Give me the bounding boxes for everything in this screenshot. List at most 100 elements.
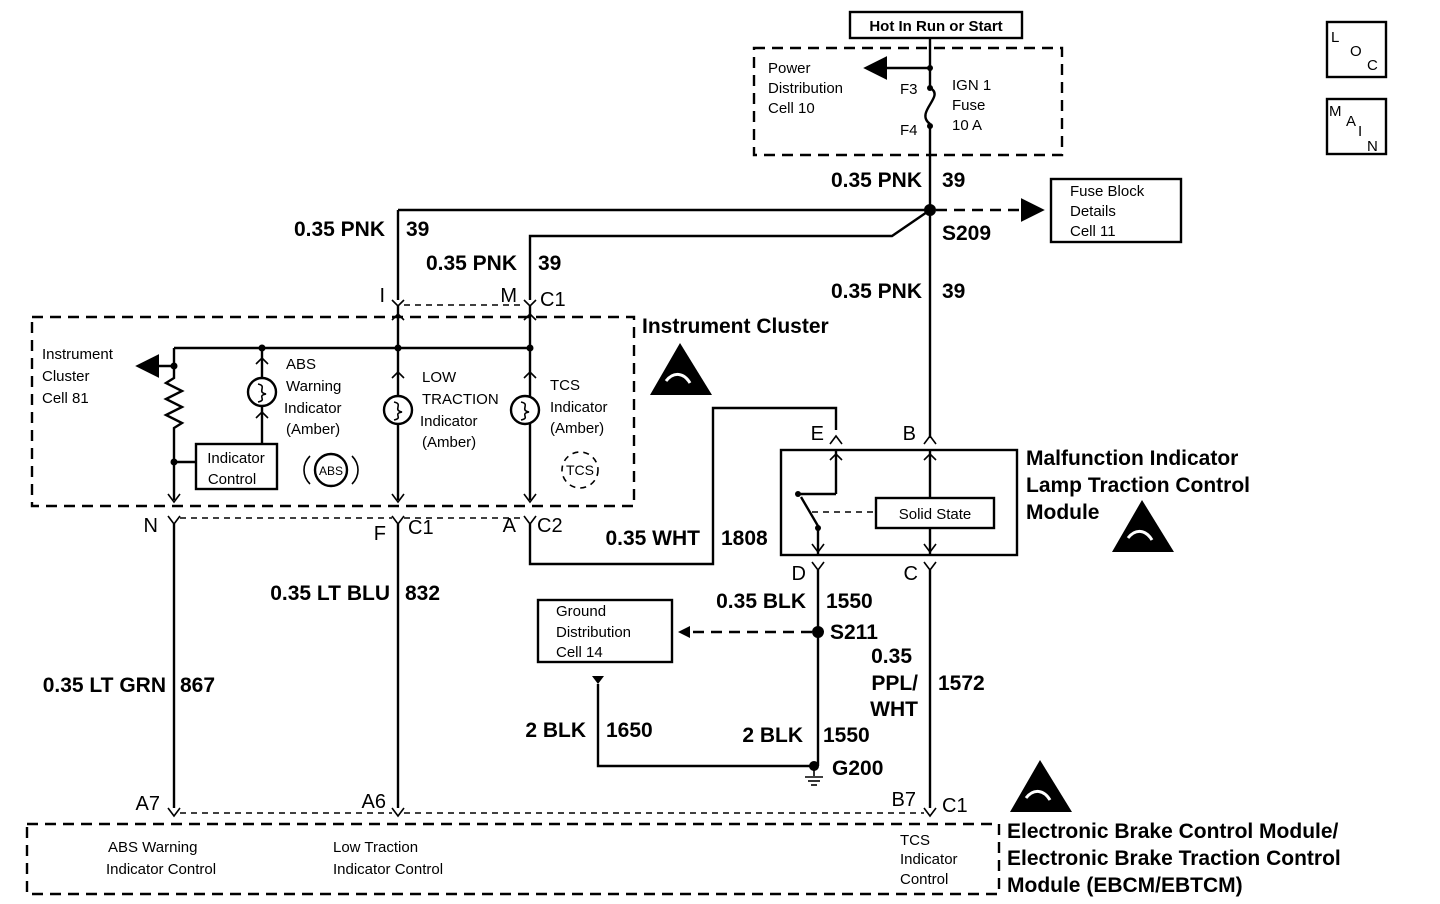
ebcm-box: ABS Warning Indicator Control Low Tracti… (25, 822, 1001, 896)
pin-m: M (500, 285, 517, 307)
wire-circuit-wht: 1808 (721, 527, 768, 550)
svg-text:L: L (1331, 29, 1339, 46)
svg-text:Distribution: Distribution (768, 80, 843, 97)
wire-gauge-blk-small: 0.35 BLK (716, 590, 806, 613)
svg-text:Indicator: Indicator (284, 400, 342, 417)
svg-text:Cell 10: Cell 10 (768, 100, 815, 117)
svg-text:(Amber): (Amber) (286, 421, 340, 438)
svg-text:Distribution: Distribution (556, 624, 631, 641)
wire-circuit-pnk-mid: 39 (538, 252, 561, 275)
pin-c1-bottom: C1 (408, 517, 434, 539)
wire-circuit-lt-grn: 867 (180, 674, 215, 697)
pin-c1-ebcm: C1 (942, 795, 968, 817)
wire-gauge-pnk-mid: 0.35 PNK (426, 252, 517, 275)
esd-warning-icon (650, 343, 712, 395)
svg-text:Electronic Brake Control Modul: Electronic Brake Control Module/ (1007, 820, 1339, 843)
svg-text:Indicator Control: Indicator Control (106, 861, 216, 878)
pin-a: A (503, 515, 517, 537)
wire-circuit-pnk-lower: 39 (942, 280, 965, 303)
svg-text:Solid State: Solid State (899, 506, 972, 523)
fuse-f4-label: F4 (900, 122, 918, 139)
wire-gauge-blk-1650: 2 BLK (525, 719, 586, 742)
pin-n: N (144, 515, 158, 537)
wire-gauge-wht: 0.35 WHT (605, 527, 700, 550)
pin-c1-top: C1 (540, 289, 566, 311)
wire-circuit-pnk-main: 39 (942, 169, 965, 192)
abs-symbol-icon: ABS (303, 452, 359, 488)
splice-s211-label: S211 (830, 621, 878, 644)
hot-in-run-label-box: Hot In Run or Start (848, 10, 1024, 40)
pin-a6: A6 (362, 791, 386, 813)
splice-s209-label: S209 (942, 222, 991, 245)
pin-i: I (379, 285, 385, 307)
svg-text:Control: Control (900, 871, 948, 888)
svg-text:LOW: LOW (422, 369, 457, 386)
svg-text:C: C (1367, 57, 1378, 74)
wire-gauge-pnk-lower: 0.35 PNK (831, 280, 922, 303)
wire-circuit-lt-blu: 832 (405, 582, 440, 605)
wire-gauge-blk-1550: 2 BLK (742, 724, 803, 747)
wire-gauge-pnk-left: 0.35 PNK (294, 218, 385, 241)
svg-text:O: O (1350, 43, 1362, 60)
tcs-symbol-icon: TCS (561, 451, 599, 489)
pin-d: D (792, 563, 806, 585)
wire-circuit-blk-1550: 1550 (823, 724, 870, 747)
pin-c: C (904, 563, 918, 585)
svg-text:TCS: TCS (900, 832, 930, 849)
wire-gauge-ppl-wht-1: 0.35 (871, 645, 912, 668)
abs-lamp-icon (246, 376, 278, 408)
svg-text:N: N (1367, 138, 1378, 155)
wire-gauge-pnk-main: 0.35 PNK (831, 169, 922, 192)
svg-text:Warning: Warning (286, 378, 341, 395)
fuse-block-details-box: Fuse Block Details Cell 11 (1049, 177, 1183, 244)
svg-text:Hot In Run or Start: Hot In Run or Start (869, 18, 1002, 35)
wire-circuit-ppl-wht: 1572 (938, 672, 985, 695)
svg-text:IGN 1: IGN 1 (952, 77, 991, 94)
svg-text:ABS: ABS (286, 356, 316, 373)
svg-text:Low Traction: Low Traction (333, 839, 418, 856)
svg-text:Indicator: Indicator (900, 851, 958, 868)
svg-text:Cluster: Cluster (42, 368, 90, 385)
svg-text:Malfunction Indicator: Malfunction Indicator (1026, 447, 1238, 470)
svg-text:M: M (1329, 103, 1342, 120)
svg-text:Cell 81: Cell 81 (42, 390, 89, 407)
svg-text:Module (EBCM/EBTCM): Module (EBCM/EBTCM) (1007, 874, 1243, 897)
svg-text:Indicator: Indicator (420, 413, 478, 430)
indicator-control-box: Indicator Control (194, 442, 279, 491)
svg-text:Power: Power (768, 60, 811, 77)
wire-circuit-pnk-left: 39 (406, 218, 429, 241)
esd-warning-icon (1010, 760, 1072, 812)
resistor-symbol (163, 366, 185, 500)
pin-b7: B7 (892, 789, 916, 811)
pin-c2: C2 (537, 515, 563, 537)
svg-text:ABS: ABS (319, 464, 343, 478)
svg-text:Cell 14: Cell 14 (556, 644, 603, 661)
svg-text:Fuse Block: Fuse Block (1070, 183, 1145, 200)
svg-text:Indicator: Indicator (550, 399, 608, 416)
pin-a7: A7 (136, 793, 160, 815)
svg-text:Indicator Control: Indicator Control (333, 861, 443, 878)
tcs-lamp-icon (509, 394, 541, 426)
wire-gauge-lt-grn: 0.35 LT GRN (43, 674, 166, 697)
svg-text:TCS: TCS (550, 377, 580, 394)
svg-text:10 A: 10 A (952, 117, 982, 134)
instrument-cluster-title: Instrument Cluster (642, 315, 829, 338)
power-distribution-box: Power Distribution Cell 10 F3 F4 IGN 1 F… (752, 46, 1064, 157)
wire-circuit-blk-1650: 1650 (606, 719, 653, 742)
svg-text:Control: Control (208, 471, 256, 488)
svg-text:ABS Warning: ABS Warning (108, 839, 197, 856)
main-button[interactable]: M A I N (1325, 97, 1388, 156)
svg-text:Lamp Traction Control: Lamp Traction Control (1026, 474, 1250, 497)
svg-text:Electronic Brake Traction Cont: Electronic Brake Traction Control (1007, 847, 1341, 870)
wire-circuit-blk-small: 1550 (826, 590, 873, 613)
svg-text:TRACTION: TRACTION (422, 391, 499, 408)
svg-text:Fuse: Fuse (952, 97, 985, 114)
pin-e: E (811, 423, 824, 445)
wire-gauge-ppl-wht-2: PPL/ (871, 672, 918, 695)
svg-text:Ground: Ground (556, 603, 606, 620)
ground-icon (805, 766, 823, 786)
svg-text:A: A (1346, 113, 1356, 130)
loc-button[interactable]: L O C (1325, 20, 1388, 79)
wire-gauge-lt-blu: 0.35 LT BLU (270, 582, 390, 605)
